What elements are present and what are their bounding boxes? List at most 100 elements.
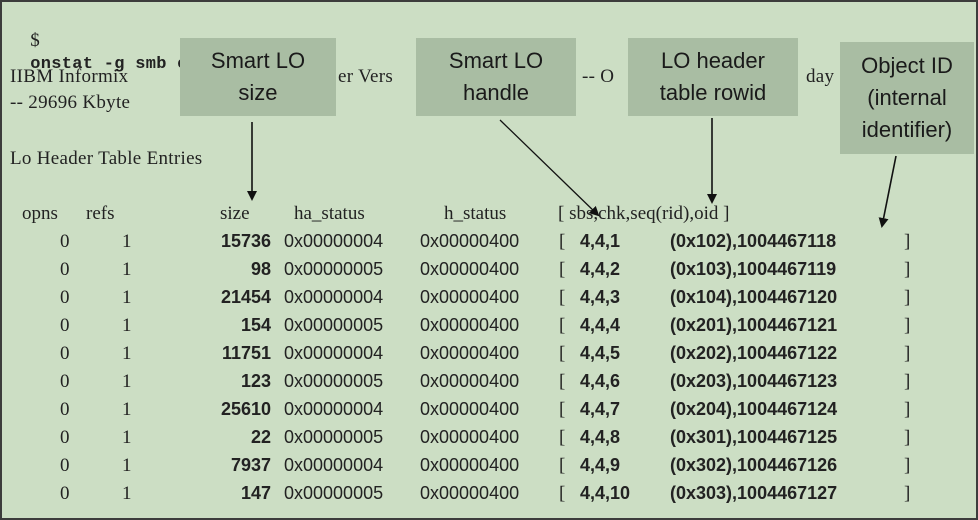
- banner-memory-text: -- 29696 Kbyte: [10, 92, 131, 113]
- lo-handle-cell: 4,4,2: [580, 259, 621, 279]
- callout-smart-lo-handle: Smart LO handle: [416, 38, 576, 116]
- banner-line-1: IIBM Informix: [10, 66, 128, 88]
- opns-cell: 0: [60, 315, 70, 336]
- size-cell: 123: [240, 371, 271, 391]
- close-bracket: ]: [904, 399, 911, 420]
- ha-status-cell: 0x00000004: [284, 231, 384, 251]
- ha-status-cell: 0x00000005: [284, 371, 384, 391]
- close-bracket: ]: [904, 287, 911, 308]
- open-bracket: [: [559, 371, 566, 392]
- lo-handle-cell: 4,4,9: [580, 455, 621, 475]
- ha-status-cell: 0x00000004: [284, 455, 384, 475]
- shell-prompt: $: [30, 30, 41, 51]
- banner-line-1d: day: [806, 66, 834, 88]
- opns-cell: 0: [60, 399, 70, 420]
- h-status-cell: 0x00000400: [420, 371, 520, 391]
- table-row: 0 1 123 0x00000005 0x00000400 4,4,6 (0x203),10…: [2, 371, 976, 399]
- section-title: Lo Header Table Entries: [10, 148, 203, 169]
- refs-cell: 1: [122, 315, 132, 336]
- h-status-cell: 0x00000400: [420, 287, 520, 307]
- banner-text-d: day: [806, 66, 835, 87]
- refs-cell: 1: [122, 399, 132, 420]
- open-bracket: [: [559, 399, 566, 420]
- rid-oid-cell: (0x301),1004467125: [670, 427, 838, 447]
- refs-cell: 1: [122, 455, 132, 476]
- opns-cell: 0: [60, 483, 70, 504]
- lo-handle-cell: 4,4,8: [580, 427, 621, 447]
- h-status-cell: 0x00000400: [420, 483, 520, 503]
- header-size: size: [220, 203, 250, 224]
- size-cell: 25610: [220, 399, 271, 419]
- arrow-handle: [499, 119, 600, 217]
- open-bracket: [: [559, 315, 566, 336]
- close-bracket: ]: [904, 455, 911, 476]
- rid-oid-cell: (0x202),1004467122: [670, 343, 838, 363]
- open-bracket: [: [559, 455, 566, 476]
- banner-text-b: er Vers: [338, 66, 394, 87]
- h-status-cell: 0x00000400: [420, 259, 520, 279]
- banner-text-c: -- O: [582, 66, 615, 87]
- banner-line-1c: -- O: [582, 66, 614, 88]
- h-status-cell: 0x00000400: [420, 315, 520, 335]
- rid-oid-cell: (0x102),1004467118: [670, 231, 837, 251]
- open-bracket: [: [559, 343, 566, 364]
- arrow-oid: [878, 155, 897, 228]
- refs-cell: 1: [122, 427, 132, 448]
- header-ids: [ sbs,chk,seq(rid),oid ]: [558, 203, 730, 224]
- opns-cell: 0: [60, 231, 70, 252]
- close-bracket: ]: [904, 315, 911, 336]
- refs-cell: 1: [122, 371, 132, 392]
- banner-text-a: IIBM Informix: [10, 66, 129, 87]
- refs-cell: 1: [122, 287, 132, 308]
- open-bracket: [: [559, 287, 566, 308]
- size-cell: 21454: [220, 287, 271, 307]
- close-bracket: ]: [904, 231, 911, 252]
- rid-oid-cell: (0x302),1004467126: [670, 455, 838, 475]
- opns-cell: 0: [60, 371, 70, 392]
- open-bracket: [: [559, 483, 566, 504]
- header-opns: opns: [22, 203, 58, 224]
- rid-oid-cell: (0x303),1004467127: [670, 483, 838, 503]
- lo-handle-cell: 4,4,6: [580, 371, 621, 391]
- close-bracket: ]: [904, 259, 911, 280]
- lo-handle-cell: 4,4,7: [580, 399, 621, 419]
- lo-handle-cell: 4,4,1: [580, 231, 621, 251]
- refs-cell: 1: [122, 483, 132, 504]
- header-refs: refs: [86, 203, 115, 224]
- header-h-status: h_status: [444, 203, 507, 224]
- close-bracket: ]: [904, 371, 911, 392]
- close-bracket: ]: [904, 427, 911, 448]
- rid-oid-cell: (0x103),1004467119: [670, 259, 837, 279]
- open-bracket: [: [559, 427, 566, 448]
- banner-line-2: -- 29696 Kbyte: [10, 92, 130, 114]
- ha-status-cell: 0x00000005: [284, 315, 384, 335]
- rid-oid-cell: (0x104),1004467120: [670, 287, 838, 307]
- rid-oid-cell: (0x203),1004467123: [670, 371, 838, 391]
- opns-cell: 0: [60, 455, 70, 476]
- refs-cell: 1: [122, 259, 132, 280]
- h-status-cell: 0x00000400: [420, 231, 520, 251]
- size-cell: 98: [250, 259, 271, 279]
- h-status-cell: 0x00000400: [420, 427, 520, 447]
- ha-status-cell: 0x00000004: [284, 343, 384, 363]
- size-cell: 22: [250, 427, 271, 447]
- h-status-cell: 0x00000400: [420, 455, 520, 475]
- size-cell: 11751: [221, 343, 271, 363]
- refs-cell: 1: [122, 231, 132, 252]
- callout-smart-lo-size: Smart LO size: [180, 38, 336, 116]
- open-bracket: [: [559, 259, 566, 280]
- header-ha-status: ha_status: [294, 203, 365, 224]
- callout-object-id: Object ID (internal identifier): [840, 42, 974, 154]
- callout-lo-header-rowid: LO header table rowid: [628, 38, 798, 116]
- close-bracket: ]: [904, 343, 911, 364]
- refs-cell: 1: [122, 343, 132, 364]
- lo-handle-cell: 4,4,4: [580, 315, 621, 335]
